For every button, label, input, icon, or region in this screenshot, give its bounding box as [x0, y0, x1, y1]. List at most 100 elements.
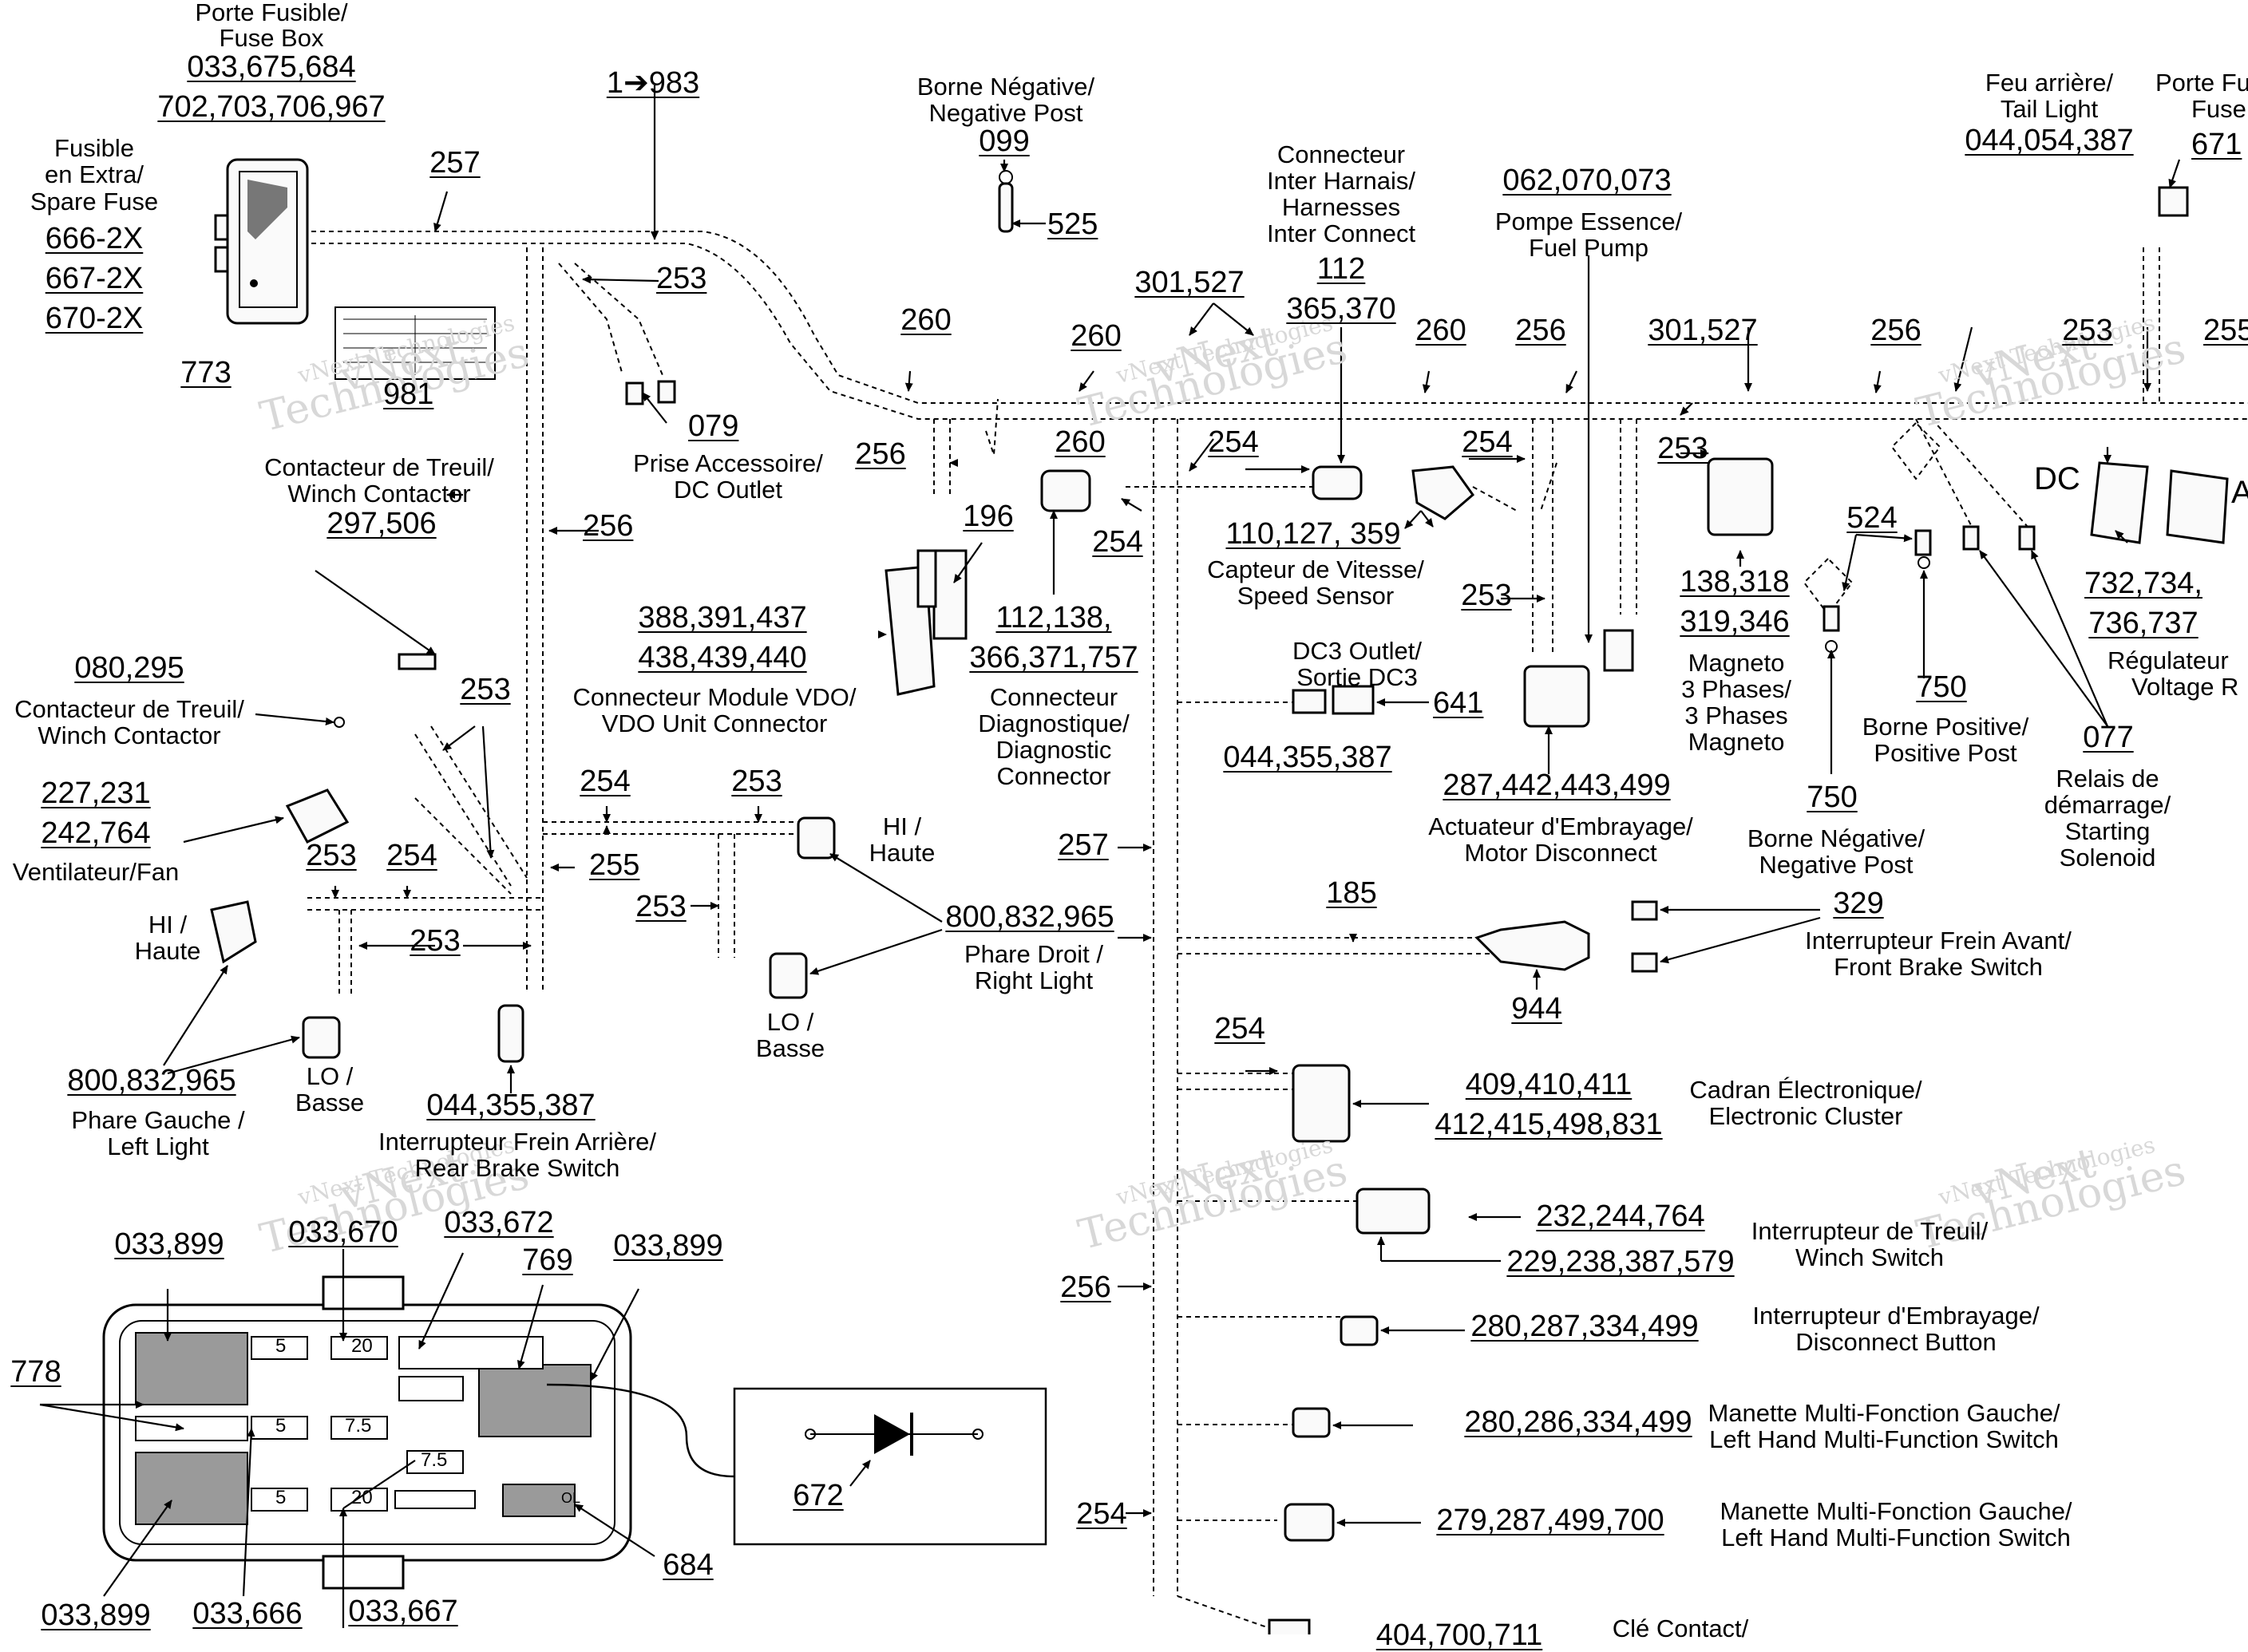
callout-253: 253: [410, 924, 461, 958]
cluster-label: Cadran Électronique/: [1689, 1076, 1922, 1104]
speed-sensor-numbers: 110,127, 359: [1225, 517, 1401, 551]
dc3-outlet-label: DC3 Outlet/: [1292, 637, 1422, 665]
callout-260: 260: [900, 303, 952, 337]
callout-033-667: 033,667: [348, 1595, 458, 1628]
fuse-rating: 7.5: [345, 1415, 372, 1437]
callout-750: 750: [1916, 670, 1967, 704]
disconnect-label: Interrupteur d'Embrayage/: [1752, 1302, 2040, 1330]
starting-solenoid-label: Starting: [2064, 817, 2151, 845]
winch-contactor-numbers: 297,506: [327, 507, 437, 540]
clutch-actuator-numbers: 287,442,443,499: [1443, 769, 1671, 802]
rear-brake-label: Interrupteur Frein Arrière/: [378, 1128, 657, 1156]
callout-253: 253: [656, 262, 707, 295]
callout-253: 253: [2062, 314, 2113, 347]
winch-contactor-label: Winch Contactor: [38, 721, 221, 749]
vdo-part-numbers: 388,391,437: [638, 601, 807, 634]
right-light-numbers: 800,832,965: [945, 900, 1114, 934]
callout-254: 254: [1092, 525, 1143, 559]
diagnostic-part-numbers: 112,138,: [995, 601, 1112, 634]
fuse-rating: 5: [275, 1415, 287, 1437]
callout-253: 253: [460, 673, 511, 706]
callout-033-899: 033,899: [613, 1229, 723, 1263]
callout-256: 256: [1870, 314, 1921, 347]
diagnostic-label: Connecteur: [989, 683, 1118, 711]
tail-light-label: Feu arrière/: [1985, 69, 2114, 97]
cluster-part-numbers: 409,410,411: [1465, 1068, 1633, 1101]
callout-033-670: 033,670: [288, 1215, 398, 1249]
hi-right-label: Haute: [869, 839, 936, 867]
fuse-rating: 20: [351, 1335, 373, 1357]
fuse-box-right-label: Porte Fu: [2155, 69, 2248, 97]
callout-185: 185: [1326, 876, 1377, 910]
negative-post-label: Negative Post: [1759, 851, 1914, 879]
magneto-label: Magneto: [1688, 649, 1785, 677]
diode-detail: [733, 1387, 1047, 1546]
regulator-label: Régulateur: [2108, 646, 2229, 674]
right-light-label: Right Light: [974, 966, 1094, 994]
vdo-part-numbers: 438,439,440: [638, 641, 807, 674]
callout-254: 254: [386, 839, 437, 872]
lo-left-label: Basse: [295, 1089, 365, 1116]
lhmf-switch-label: Left Hand Multi-Function Switch: [1721, 1524, 2071, 1551]
callout-684: 684: [663, 1548, 714, 1582]
spare-fuse-number: 666-2X: [45, 222, 144, 255]
fuse-box-detail: [102, 1275, 735, 1590]
left-light-label: Left Light: [107, 1132, 209, 1160]
winch-switch-numbers: 229,238,387,579: [1506, 1245, 1735, 1279]
callout-672: 672: [793, 1479, 844, 1512]
callout-981: 981: [383, 377, 434, 411]
callout-254: 254: [580, 765, 631, 798]
part-range: 1➔983: [606, 66, 700, 100]
callout-033-672: 033,672: [444, 1206, 554, 1239]
cluster-label: Electronic Cluster: [1708, 1102, 1903, 1130]
inter-connect-label: Harnesses: [1281, 193, 1401, 221]
positive-post-label: Positive Post: [1874, 739, 2017, 767]
left-light-label: Phare Gauche /: [71, 1106, 245, 1134]
vdo-label: Connecteur Module VDO/: [572, 683, 857, 711]
fuse-rating: 5: [275, 1335, 287, 1357]
right-light-label: Phare Droit /: [964, 940, 1104, 968]
hi-left-label: Haute: [134, 937, 201, 965]
callout-254: 254: [1076, 1497, 1127, 1531]
regulator-part-numbers: 736,737: [2088, 607, 2199, 640]
fuel-pump-label: Fuel Pump: [1529, 234, 1648, 262]
magneto-part-numbers: 319,346: [1680, 605, 1790, 638]
callout-750: 750: [1807, 781, 1858, 814]
regulator-label: Voltage R: [2131, 673, 2239, 701]
callout-773: 773: [180, 356, 232, 389]
callout-260: 260: [1071, 319, 1122, 353]
tail-light-label: Tail Light: [2000, 95, 2099, 123]
dc3-outlet-label: Sortie DC3: [1296, 663, 1418, 691]
callout-671: 671: [2191, 128, 2242, 161]
lhmf-switch-label: Left Hand Multi-Function Switch: [1709, 1425, 2059, 1453]
fan-part-numbers: 242,764: [41, 816, 151, 850]
callout-079: 079: [688, 409, 739, 443]
callout-033-899: 033,899: [114, 1227, 224, 1261]
callout-525: 525: [1047, 207, 1098, 241]
lhmf-switch-label: Manette Multi-Fonction Gauche/: [1720, 1497, 2072, 1525]
starting-solenoid-label: Solenoid: [2059, 844, 2156, 871]
callout-196: 196: [963, 500, 1014, 533]
fuel-pump-label: Pompe Essence/: [1494, 207, 1683, 235]
lhmf-switch-numbers: 279,287,499,700: [1436, 1504, 1664, 1537]
inter-connect-number: 112: [1316, 252, 1366, 286]
clutch-actuator-label: Motor Disconnect: [1464, 839, 1657, 867]
diagnostic-label: Connector: [996, 762, 1111, 790]
spare-fuse-number: 667-2X: [45, 262, 144, 295]
fusebox-part-numbers: 033,675,684: [187, 50, 356, 84]
speed-sensor-label: Speed Sensor: [1237, 582, 1395, 610]
vdo-label: VDO Unit Connector: [601, 709, 828, 737]
fusebox-title-en: Fuse Box: [219, 24, 324, 52]
positive-post-label: Borne Positive/: [1862, 713, 2029, 741]
rear-brake-label: Rear Brake Switch: [414, 1154, 620, 1182]
callout-257: 257: [429, 146, 481, 180]
fuse-box-right-label: Fuse: [2191, 95, 2246, 123]
connectors: [210, 170, 2229, 1634]
lo-right-label: Basse: [755, 1034, 825, 1062]
callout-641: 641: [1433, 686, 1484, 720]
callout-253: 253: [306, 839, 357, 872]
cluster-part-numbers: 412,415,498,831: [1435, 1108, 1663, 1141]
winch-switch-label: Winch Switch: [1795, 1243, 1945, 1271]
callout-099: 099: [979, 124, 1030, 158]
